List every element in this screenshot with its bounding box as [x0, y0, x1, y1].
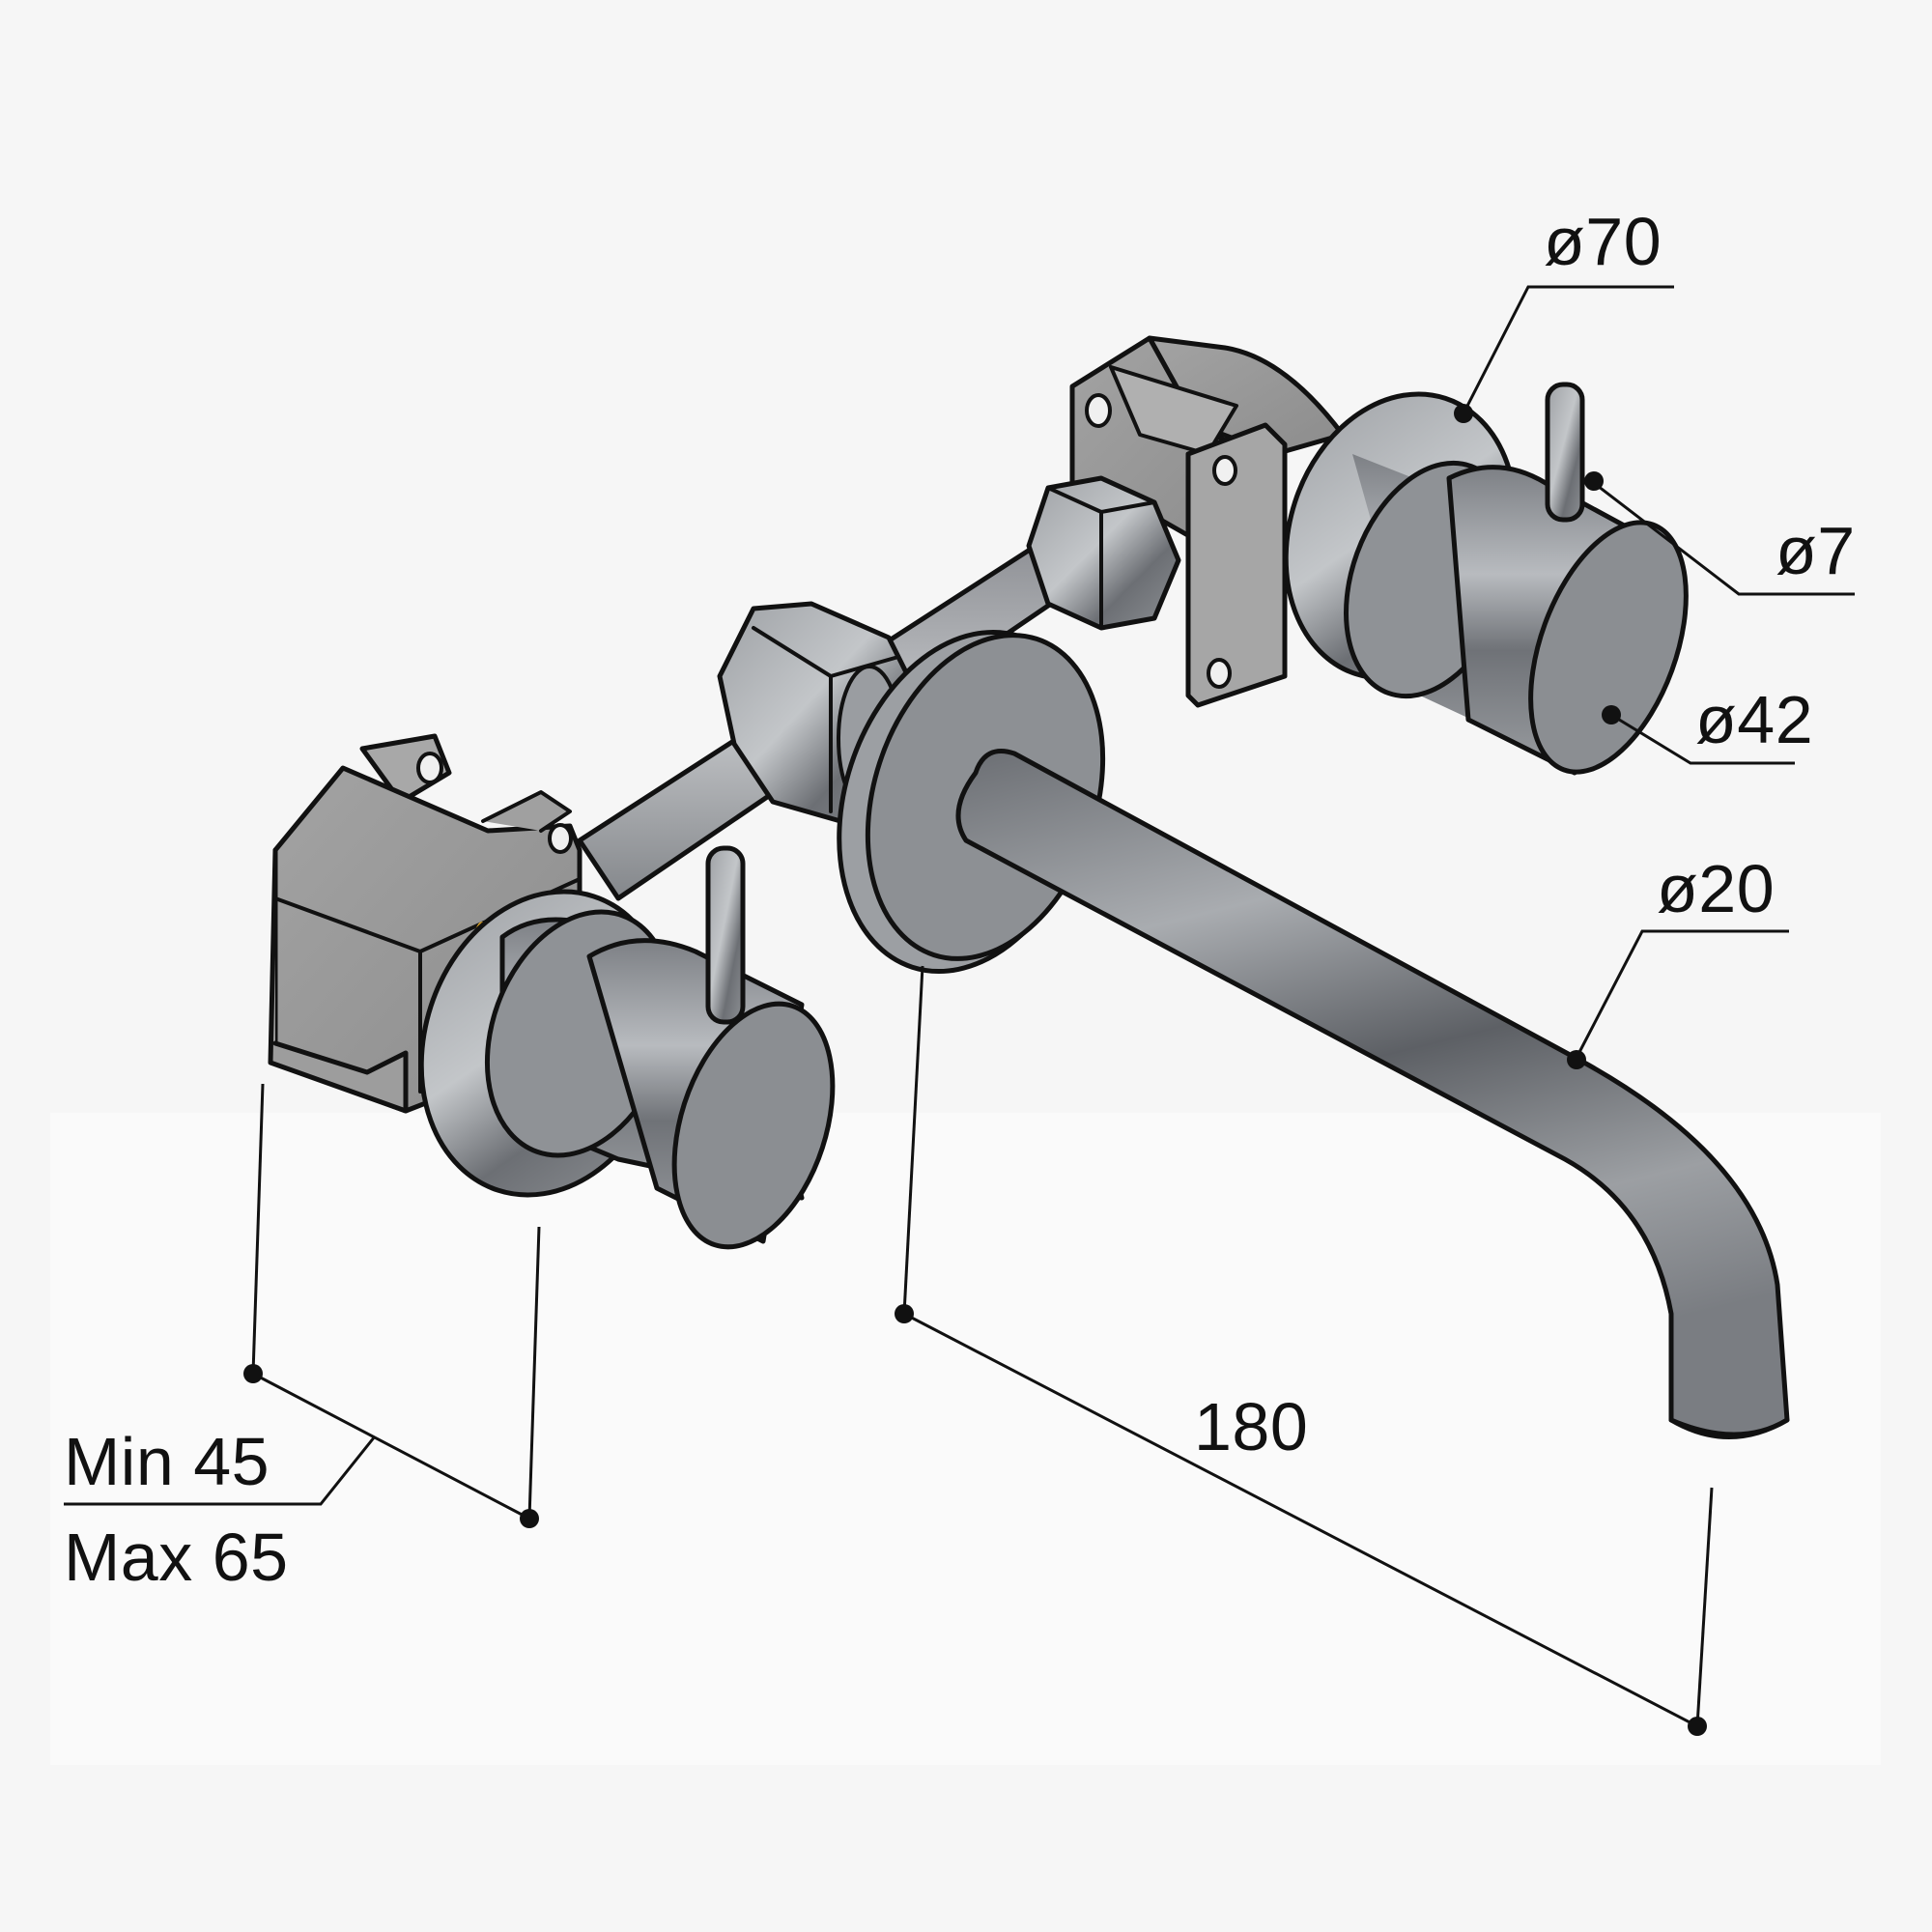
spout — [955, 749, 1790, 1439]
leader-d42 — [1610, 713, 1795, 765]
extension-line-spout-tip — [1695, 1487, 1714, 1727]
extension-line-spout-rosette — [902, 965, 924, 1315]
leader-depth — [64, 1435, 377, 1506]
label-wall-depth-min: Min 45 — [64, 1424, 270, 1499]
label-spout-diameter: ø20 — [1657, 851, 1776, 926]
left-handle-assembly — [418, 845, 836, 1250]
dimension-line-180 — [903, 1312, 1698, 1728]
drawing-background-panel — [50, 1113, 1881, 1765]
label-handle-diameter: ø42 — [1695, 682, 1814, 757]
extension-line-rosette — [527, 1226, 541, 1520]
label-lever-diameter: ø7 — [1776, 513, 1856, 588]
left-lever — [705, 845, 746, 1025]
right-lever — [1545, 382, 1585, 523]
extension-line-wall — [251, 1083, 265, 1375]
right-handle-assembly — [1283, 382, 1689, 776]
dimension-points — [243, 404, 1707, 1736]
dimension-line-depth — [252, 1372, 530, 1520]
label-rosette-diameter: ø70 — [1544, 204, 1662, 279]
right-handle-face — [1528, 520, 1689, 775]
leader-d70 — [1462, 285, 1674, 414]
label-spout-projection: 180 — [1194, 1389, 1309, 1464]
left-handle-face — [671, 1001, 836, 1250]
leader-d7 — [1593, 481, 1855, 596]
right-hex-nut — [1026, 475, 1181, 631]
leader-d20 — [1575, 929, 1789, 1059]
dimension-lines — [64, 285, 1855, 1728]
label-wall-depth-max: Max 65 — [64, 1520, 289, 1595]
